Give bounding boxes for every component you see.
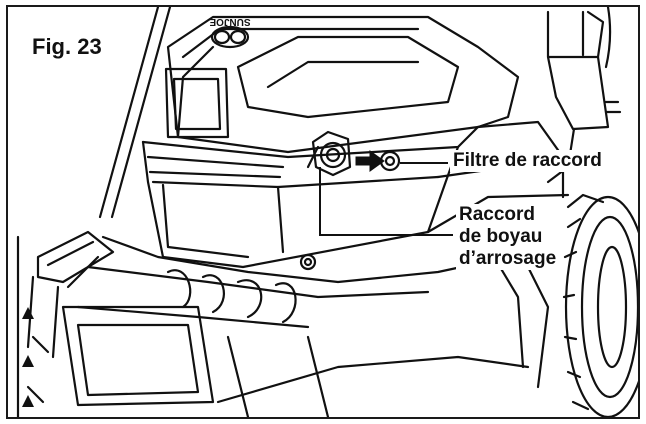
front-tray [61,305,215,407]
figure-label: Fig. 23 [28,34,106,60]
callout-hose-line-3: d’arrosage [459,247,557,269]
handle-pole [98,7,160,219]
callout-hose-connector: Raccord de boyau d’arrosage [456,204,560,270]
side-panel-window [164,67,230,139]
callout-connector-filter: Filtre de raccord [450,150,605,172]
up-arrow-icon [22,307,34,319]
wheel [564,195,638,417]
hose-leader-line [319,167,453,236]
hose-connector-fitting [319,141,347,169]
insert-arrow-icon [355,150,385,172]
callout-hose-line-2: de boyau [459,225,543,247]
logo-text: SUNJOE [209,16,250,27]
cord-plug-box [546,10,610,131]
main-housing [141,140,460,269]
figure-frame: SUNJOE Fig. 23 Filtre de raccord Raccord… [6,5,640,419]
logo-emblem [210,25,250,49]
tank-top-shell [166,15,520,154]
gun-holder [36,230,115,284]
callout-hose-line-1: Raccord [459,204,536,225]
